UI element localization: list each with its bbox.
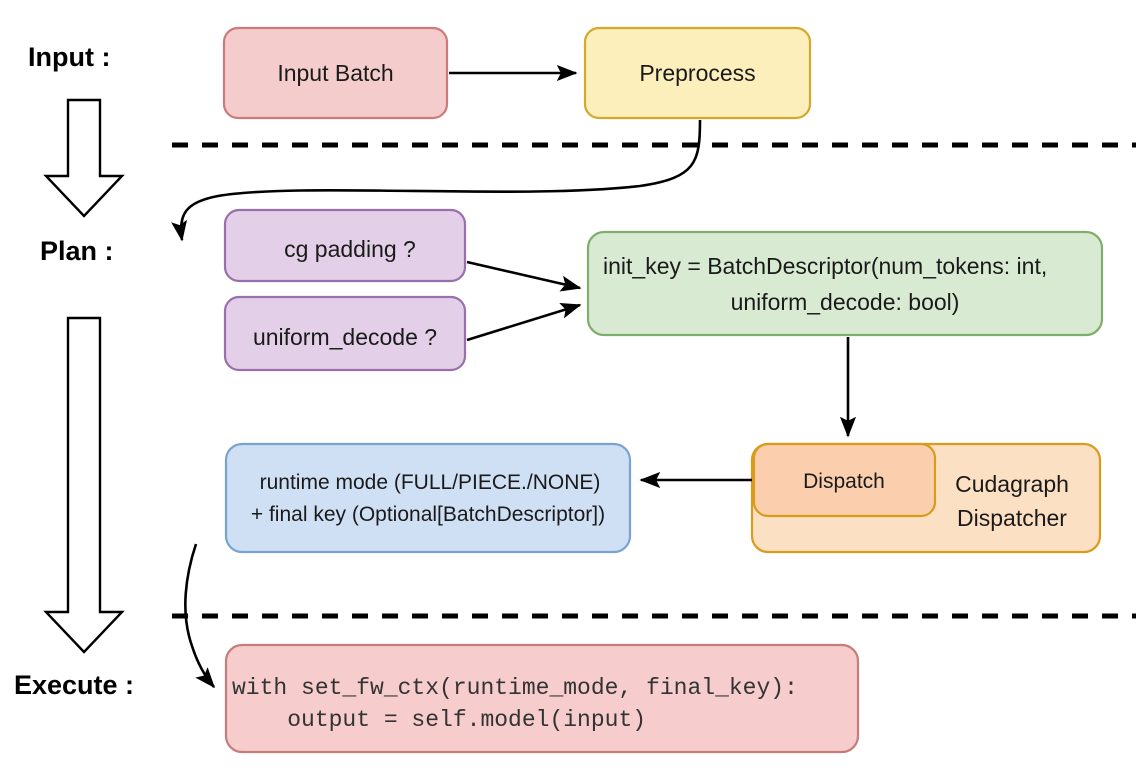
node-execute-code[interactable]: with set_fw_ctx(runtime_mode, final_key)… xyxy=(224,643,860,754)
node-input-batch[interactable]: Input Batch xyxy=(222,26,449,120)
init-key-box[interactable] xyxy=(586,230,1104,337)
runtime-mode-box[interactable] xyxy=(224,442,632,554)
preprocess-box[interactable] xyxy=(583,26,812,120)
stage-label-plan: Plan : xyxy=(40,236,114,266)
edge-runtime-mode-to-execute xyxy=(184,543,216,689)
cg-padding-label: cg padding ? xyxy=(284,236,416,262)
input-batch-label: Input Batch xyxy=(277,60,393,86)
stage-label-input: Input : xyxy=(28,42,110,72)
runtime-mode-line-1: runtime mode (FULL/PIECE./NONE) xyxy=(260,471,601,494)
node-preprocess[interactable]: Preprocess xyxy=(583,26,812,120)
cg-padding-box[interactable] xyxy=(223,208,467,283)
runtime-mode-line-2: + final key (Optional[BatchDescriptor]) xyxy=(251,503,605,526)
uniform-decode-box[interactable] xyxy=(223,295,467,372)
node-dispatch[interactable]: Dispatch xyxy=(752,442,937,518)
node-uniform-decode[interactable]: uniform_decode ? xyxy=(223,295,467,372)
edge-uniform-decode-to-init-key xyxy=(466,302,582,342)
execute-code-line-2: output = self.model(input) xyxy=(232,707,646,733)
edge-preprocess-to-cg-padding xyxy=(171,119,702,242)
preprocess-label: Preprocess xyxy=(639,60,755,86)
execute-code-box[interactable] xyxy=(224,643,860,754)
uniform-decode-label: uniform_decode ? xyxy=(253,324,437,350)
execute-code-line-1: with set_fw_ctx(runtime_mode, final_key)… xyxy=(232,675,798,701)
dispatch-label: Dispatch xyxy=(803,470,885,493)
node-runtime-mode[interactable]: runtime mode (FULL/PIECE./NONE) + final … xyxy=(224,442,632,554)
cudagraph-dispatcher-line-2: Dispatcher xyxy=(957,505,1067,531)
input-batch-box[interactable] xyxy=(222,26,449,120)
init-key-line-2: uniform_decode: bool) xyxy=(731,289,960,315)
cudagraph-dispatcher-line-1: Cudagraph xyxy=(955,471,1069,497)
down-block-arrow-icon-1 xyxy=(43,98,125,218)
node-cg-padding[interactable]: cg padding ? xyxy=(223,208,467,283)
node-init-key[interactable]: init_key = BatchDescriptor(num_tokens: i… xyxy=(586,230,1104,337)
dispatch-box[interactable] xyxy=(752,442,937,518)
edge-cg-padding-to-init-key xyxy=(466,260,582,292)
stage-label-execute: Execute : xyxy=(14,670,134,700)
init-key-line-1: init_key = BatchDescriptor(num_tokens: i… xyxy=(603,253,1047,279)
down-block-arrow-icon-2 xyxy=(43,316,125,654)
